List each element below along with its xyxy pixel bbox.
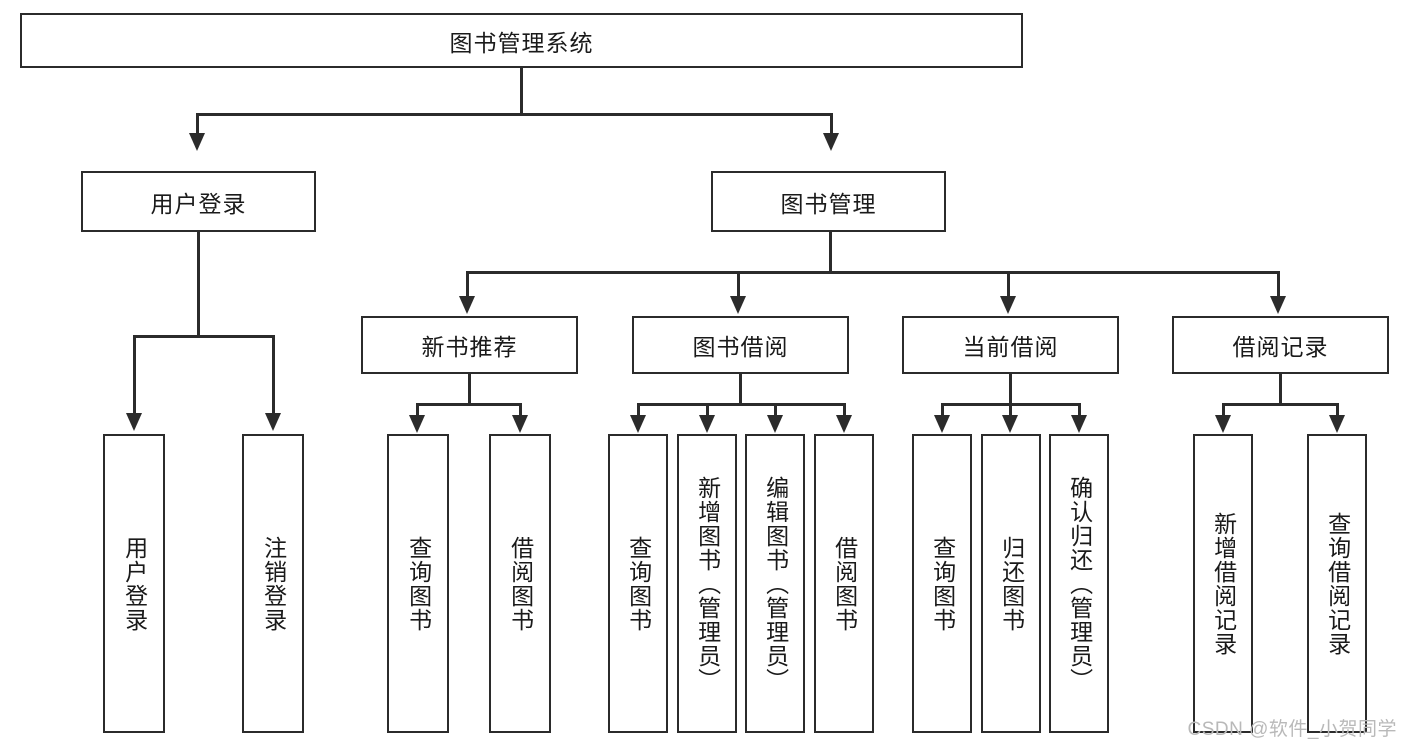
arrow-user-login xyxy=(189,133,205,151)
leaf-user-login-1[interactable]: 注销登录 xyxy=(242,434,304,733)
node-label: 图书管理 xyxy=(780,190,877,217)
edge-current-borrow-stem xyxy=(1009,374,1012,405)
edge-drop-leaf-bb-2 xyxy=(774,403,777,417)
arrow-leaf-cb-2 xyxy=(1071,415,1087,433)
arrow-current-borrow xyxy=(1000,296,1016,314)
node-label: 查询借阅记录 xyxy=(1324,511,1351,656)
leaf-current-borrow-1[interactable]: 归还图书 xyxy=(981,434,1041,733)
arrow-leaf-nbr-0 xyxy=(409,415,425,433)
edge-user-login-bus xyxy=(133,335,275,338)
arrow-borrow-records xyxy=(1270,296,1286,314)
edge-drop-user-login xyxy=(196,113,199,135)
arrow-leaf-bb-1 xyxy=(699,415,715,433)
arrow-leaf-bb-0 xyxy=(630,415,646,433)
leaf-book-borrow-2[interactable]: 编辑图书（管理员） xyxy=(745,434,805,733)
edge-drop-leaf-user-login-0 xyxy=(133,335,136,415)
node-label: 新书推荐 xyxy=(421,334,518,360)
leaf-new-book-recommend-1[interactable]: 借阅图书 xyxy=(489,434,551,733)
edge-book-borrow-stem xyxy=(739,374,742,405)
leaf-current-borrow-0[interactable]: 查询图书 xyxy=(912,434,972,733)
leaf-borrow-records-1[interactable]: 查询借阅记录 xyxy=(1307,434,1367,733)
edge-drop-borrow-records xyxy=(1277,271,1280,298)
leaf-book-borrow-3[interactable]: 借阅图书 xyxy=(814,434,874,733)
node-label: 新增图书（管理员） xyxy=(694,475,721,692)
node-label: 确认归还（管理员） xyxy=(1066,475,1093,692)
arrow-leaf-cb-1 xyxy=(1002,415,1018,433)
edge-drop-leaf-cb-2 xyxy=(1078,403,1081,417)
leaf-book-borrow-1[interactable]: 新增图书（管理员） xyxy=(677,434,737,733)
node-label: 查询图书 xyxy=(625,535,652,632)
edge-level2-bus xyxy=(196,113,833,116)
node-label: 图书借阅 xyxy=(692,334,789,360)
edge-drop-leaf-nbr-0 xyxy=(416,403,419,417)
node-user-login[interactable]: 用户登录 xyxy=(81,171,316,232)
edge-drop-leaf-br-0 xyxy=(1222,403,1225,417)
node-borrow-records[interactable]: 借阅记录 xyxy=(1172,316,1389,374)
node-book-management[interactable]: 图书管理 xyxy=(711,171,946,232)
arrow-leaf-cb-0 xyxy=(934,415,950,433)
arrow-leaf-bb-2 xyxy=(767,415,783,433)
node-label: 用户登录 xyxy=(150,190,247,217)
leaf-book-borrow-0[interactable]: 查询图书 xyxy=(608,434,668,733)
node-label: 借阅记录 xyxy=(1232,334,1329,360)
node-label: 借阅图书 xyxy=(831,535,858,632)
edge-drop-leaf-br-1 xyxy=(1336,403,1339,417)
node-label: 借阅图书 xyxy=(507,535,534,632)
arrow-book-management xyxy=(823,133,839,151)
node-book-borrow[interactable]: 图书借阅 xyxy=(632,316,849,374)
edge-drop-leaf-cb-1 xyxy=(1009,403,1012,417)
node-root-book-management-system[interactable]: 图书管理系统 xyxy=(20,13,1023,68)
leaf-user-login-0[interactable]: 用户登录 xyxy=(103,434,165,733)
arrow-leaf-br-1 xyxy=(1329,415,1345,433)
node-label: 图书管理系统 xyxy=(449,29,594,56)
arrow-leaf-user-login-1 xyxy=(265,413,281,431)
arrow-leaf-user-login-0 xyxy=(126,413,142,431)
arrow-leaf-bb-3 xyxy=(836,415,852,433)
arrow-book-borrow xyxy=(730,296,746,314)
arrow-leaf-br-0 xyxy=(1215,415,1231,433)
edge-borrow-records-bus xyxy=(1222,403,1339,406)
node-new-book-recommend[interactable]: 新书推荐 xyxy=(361,316,578,374)
edge-level3-bus xyxy=(466,271,1278,274)
edge-root-stem xyxy=(520,68,523,115)
edge-new-book-recommend-bus xyxy=(416,403,522,406)
edge-drop-book-management xyxy=(830,113,833,135)
edge-drop-leaf-bb-3 xyxy=(843,403,846,417)
node-label: 当前借阅 xyxy=(962,334,1059,360)
node-label: 归还图书 xyxy=(998,535,1025,632)
leaf-current-borrow-2[interactable]: 确认归还（管理员） xyxy=(1049,434,1109,733)
edge-new-book-recommend-stem xyxy=(468,374,471,405)
leaf-borrow-records-0[interactable]: 新增借阅记录 xyxy=(1193,434,1253,733)
edge-borrow-records-stem xyxy=(1279,374,1282,405)
node-current-borrow[interactable]: 当前借阅 xyxy=(902,316,1119,374)
edge-drop-leaf-user-login-1 xyxy=(272,335,275,415)
node-label: 新增借阅记录 xyxy=(1210,511,1237,656)
node-label: 查询图书 xyxy=(929,535,956,632)
edge-drop-leaf-nbr-1 xyxy=(519,403,522,417)
edge-book-borrow-bus xyxy=(637,403,845,406)
edge-drop-leaf-bb-1 xyxy=(706,403,709,417)
edge-drop-book-borrow xyxy=(737,271,740,298)
edge-user-login-stem xyxy=(197,232,200,337)
arrow-new-book-recommend xyxy=(459,296,475,314)
edge-book-management-stem xyxy=(829,232,832,273)
node-label: 用户登录 xyxy=(121,535,148,632)
node-label: 查询图书 xyxy=(405,535,432,632)
edge-drop-current-borrow xyxy=(1007,271,1010,298)
arrow-leaf-nbr-1 xyxy=(512,415,528,433)
edge-drop-new-book-recommend xyxy=(466,271,469,298)
edge-drop-leaf-cb-0 xyxy=(941,403,944,417)
node-label: 编辑图书（管理员） xyxy=(762,475,789,692)
edge-drop-leaf-bb-0 xyxy=(637,403,640,417)
leaf-new-book-recommend-0[interactable]: 查询图书 xyxy=(387,434,449,733)
node-label: 注销登录 xyxy=(260,535,287,632)
